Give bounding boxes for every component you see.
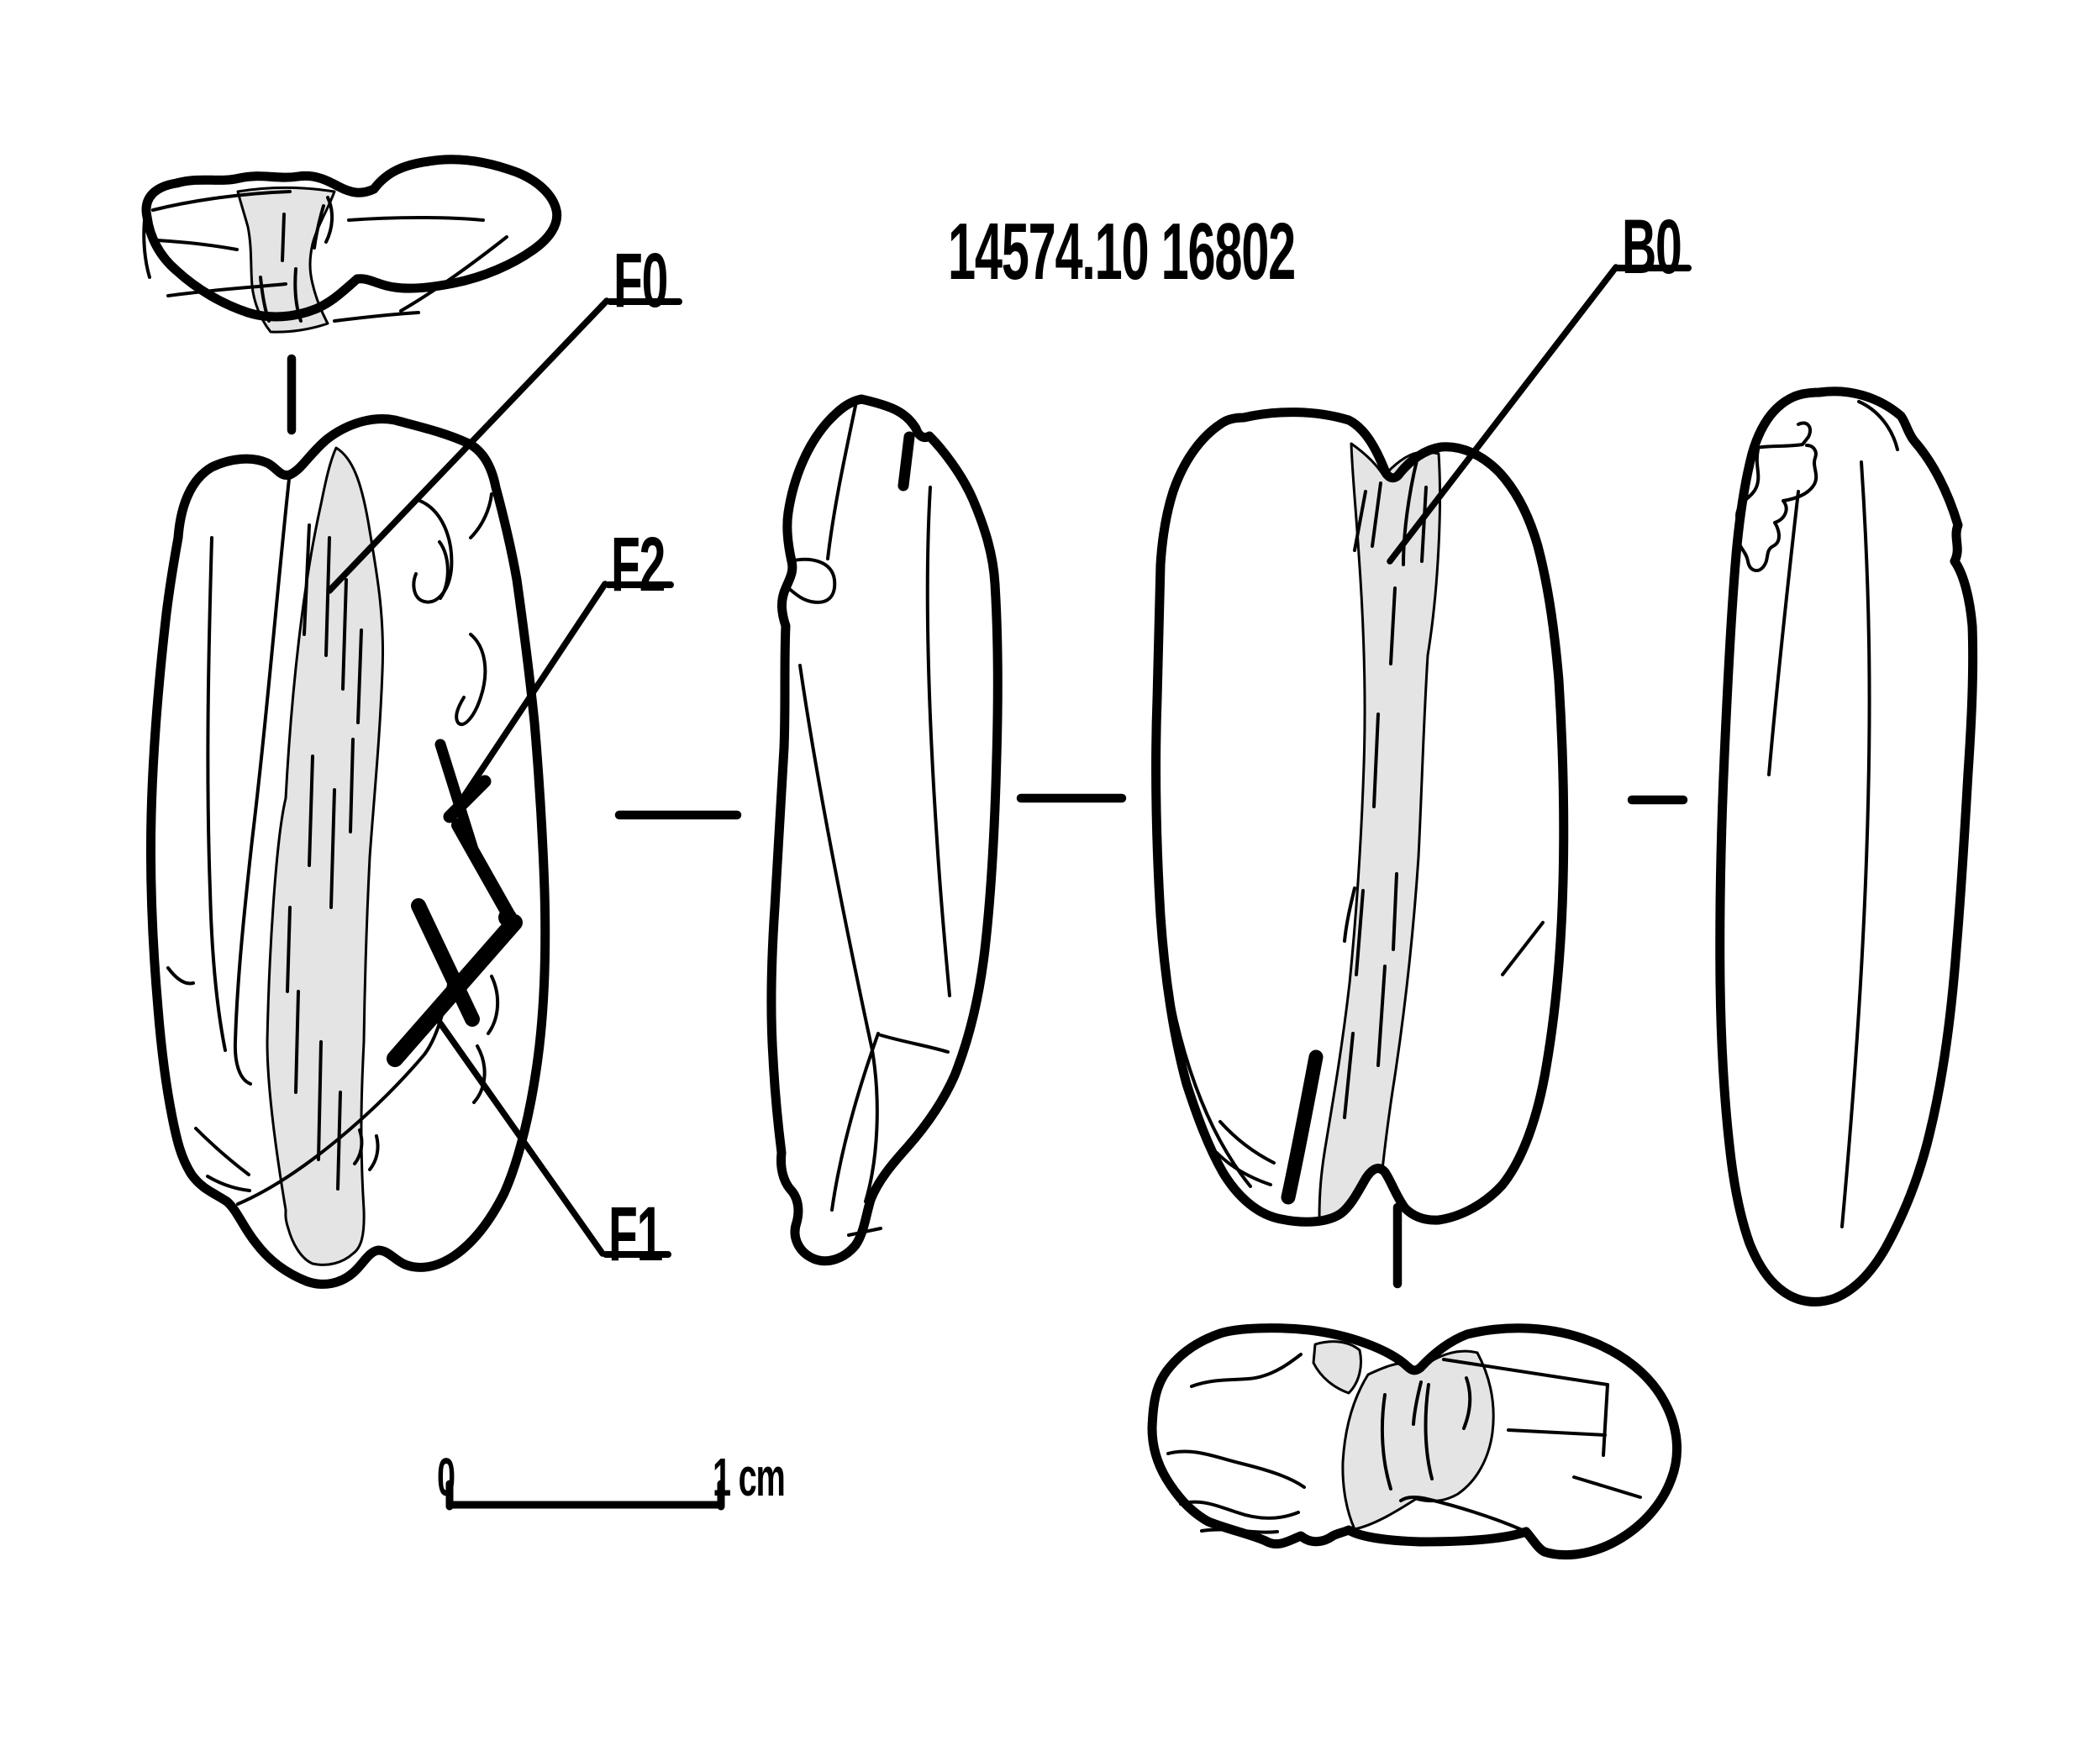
annotation-leader-lines: [326, 264, 1619, 1257]
left-profile-flake-lines: [787, 404, 951, 1237]
label-b0: B0: [1622, 204, 1682, 290]
front-view-drawing: [150, 419, 545, 1285]
specimen-id-title: 14574.10 16802: [948, 212, 1508, 292]
label-f1-underline: [603, 1251, 671, 1258]
scale-bar: [445, 1480, 725, 1511]
f2-leader-line: [455, 581, 608, 807]
top-view-flake-lines: [142, 190, 508, 323]
f1-leader-line: [437, 1020, 606, 1257]
label-f2-underline: [605, 581, 674, 588]
view-separator-dashes: [287, 354, 1688, 1289]
left-profile-view-drawing: [771, 399, 997, 1261]
right-profile-flake-lines: [1735, 400, 1899, 1228]
scale-bar-zero-label: 0: [437, 1447, 455, 1507]
back-view-black-mark: [1281, 1049, 1324, 1205]
left-profile-black-mark: [897, 431, 915, 492]
bottom-view-flake-lines: [1166, 1353, 1642, 1534]
bottom-view-drawing: [1152, 1328, 1677, 1555]
back-view-drawing: [1156, 413, 1564, 1223]
front-view-flake-lines: [166, 477, 500, 1206]
f0-leader-line: [326, 297, 610, 594]
label-f1: F1: [608, 1191, 663, 1277]
b0-leader-line: [1387, 264, 1619, 565]
front-view-residue-marks: [387, 739, 523, 1067]
bottom-view-overlap-edge: [1399, 1495, 1528, 1533]
right-profile-view-drawing: [1720, 392, 1973, 1302]
top-view-drawing: [142, 160, 556, 334]
label-b0-underline: [1614, 265, 1692, 271]
specimen-id-text: 14574.10 16802: [948, 207, 1296, 297]
label-f0: F0: [613, 238, 668, 323]
label-f2: F2: [611, 522, 666, 607]
bottom-view-cortex-patch: [1312, 1340, 1362, 1395]
scale-bar-cm-label: 1 cm: [713, 1447, 786, 1507]
label-f0-underline: [607, 298, 682, 305]
